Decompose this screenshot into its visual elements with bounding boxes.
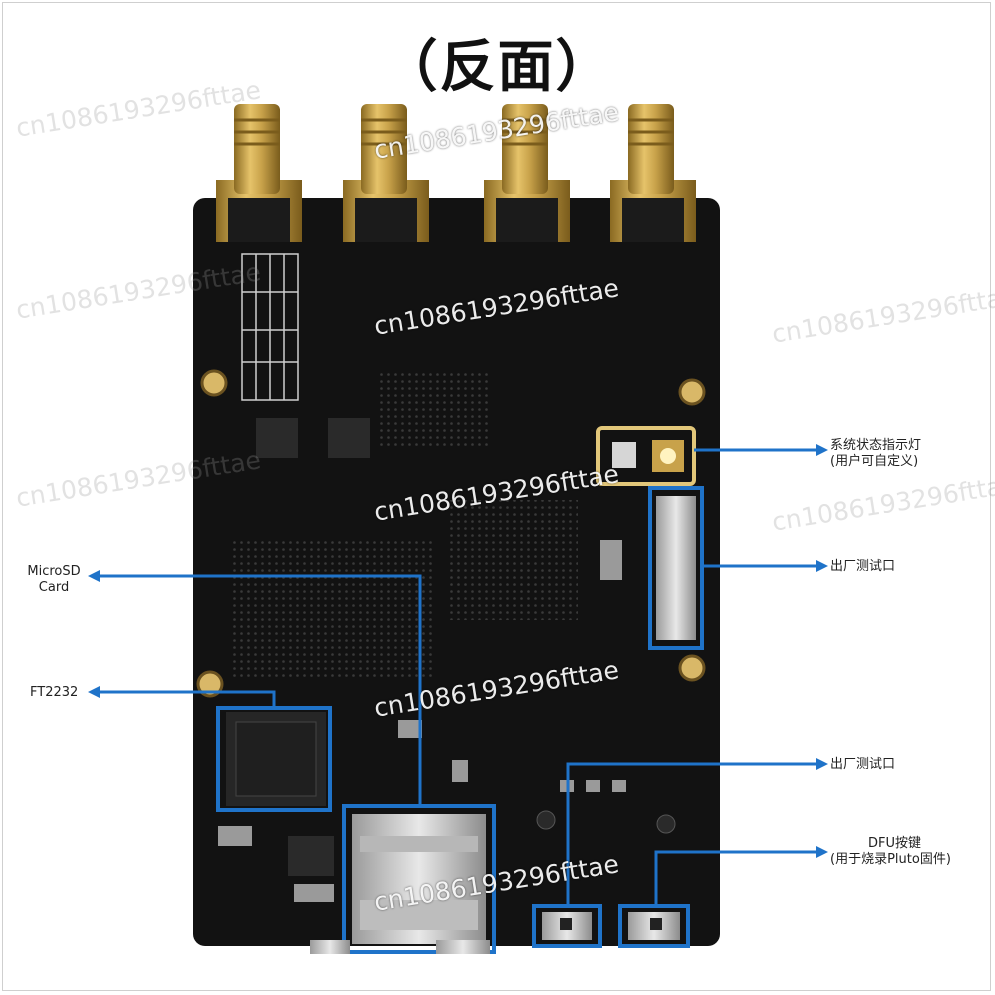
ic-chip	[288, 836, 334, 876]
bga-area	[378, 370, 488, 450]
status-led-sublabel: (用户可自定义)	[830, 454, 919, 469]
boot-mode-silkscreen	[241, 253, 299, 401]
status-led	[612, 442, 636, 468]
microsd-label-line1: MicroSD	[27, 564, 81, 579]
ic-chip	[256, 418, 298, 458]
factory-test-port-1-label: 出厂测试口	[830, 559, 896, 574]
dfu-button-sublabel: (用于烧录Pluto固件)	[830, 852, 951, 867]
annotation-lines	[100, 448, 816, 906]
factory-test-port-1-outline	[648, 486, 704, 650]
mount-hole	[678, 654, 706, 682]
microsd-label-line2: Card	[38, 580, 70, 595]
annotation-arrowheads	[88, 444, 828, 858]
mount-hole	[196, 670, 224, 698]
sma-connector-2	[343, 104, 429, 242]
dfu-button-label: DFU按键	[868, 836, 922, 851]
sma-connector-1	[216, 104, 302, 242]
fpc-connector	[656, 496, 696, 640]
sma-connector-4	[610, 104, 696, 242]
ft2232-label: FT2232	[30, 685, 79, 700]
bga-area	[448, 500, 578, 620]
mount-hole	[678, 378, 706, 406]
dfu-button-outline	[618, 904, 690, 948]
sma-connector-3	[484, 104, 570, 242]
mount-hole	[200, 369, 228, 397]
ic-chip	[328, 418, 370, 458]
factory-test-port-2-label: 出厂测试口	[830, 757, 896, 772]
bga-area	[232, 540, 432, 680]
status-led-outline	[596, 426, 696, 486]
page-title: （反面）	[381, 35, 614, 100]
status-led-label: 系统状态指示灯	[830, 438, 922, 453]
